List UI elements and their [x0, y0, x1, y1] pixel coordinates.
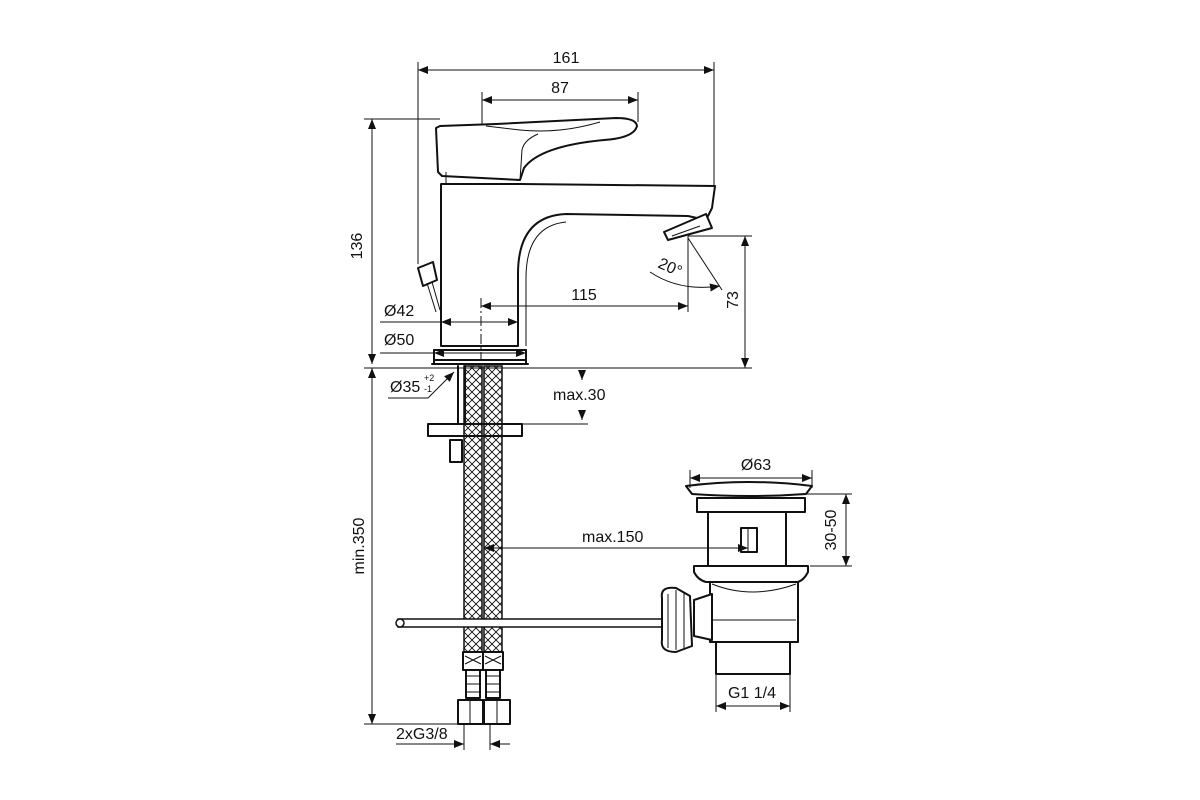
label-hole-tol-minus: -1 [424, 384, 432, 394]
label-base-diameter: Ø50 [384, 332, 414, 349]
label-body-diameter: Ø42 [384, 303, 414, 320]
popup-rod-knob [417, 261, 438, 287]
label-angle: 20° [655, 255, 684, 280]
popup-rod [397, 618, 667, 628]
faucet [417, 117, 716, 365]
label-hole-tol-plus: +2 [424, 373, 434, 383]
label-waste-thread: G1 1/4 [728, 685, 776, 702]
label-hole-diameter: Ø35 [390, 379, 420, 396]
label-waste-diameter: Ø63 [741, 457, 771, 474]
label-hose-connection: 2xG3/8 [396, 726, 448, 743]
braided-hose-right [483, 365, 503, 655]
faucet-handle [435, 117, 638, 181]
label-max-150: max.150 [582, 529, 643, 546]
label-max-thickness: max.30 [553, 387, 606, 404]
label-spout-height: 73 [725, 291, 742, 309]
label-min-hose-length: min.350 [351, 517, 368, 574]
label-height: 136 [349, 233, 366, 260]
aerator [663, 213, 713, 241]
faucet-base [433, 349, 527, 361]
braided-hose-left [463, 365, 483, 655]
waste-valve [660, 481, 813, 675]
dimension-lines [364, 62, 852, 750]
mounting-assembly [395, 365, 667, 725]
label-waste-height: 30-50 [823, 509, 840, 550]
label-overall-width: 161 [553, 50, 580, 67]
label-handle-width: 87 [551, 80, 569, 97]
hose-fittings [457, 651, 511, 725]
label-spout-reach: 115 [571, 287, 597, 304]
